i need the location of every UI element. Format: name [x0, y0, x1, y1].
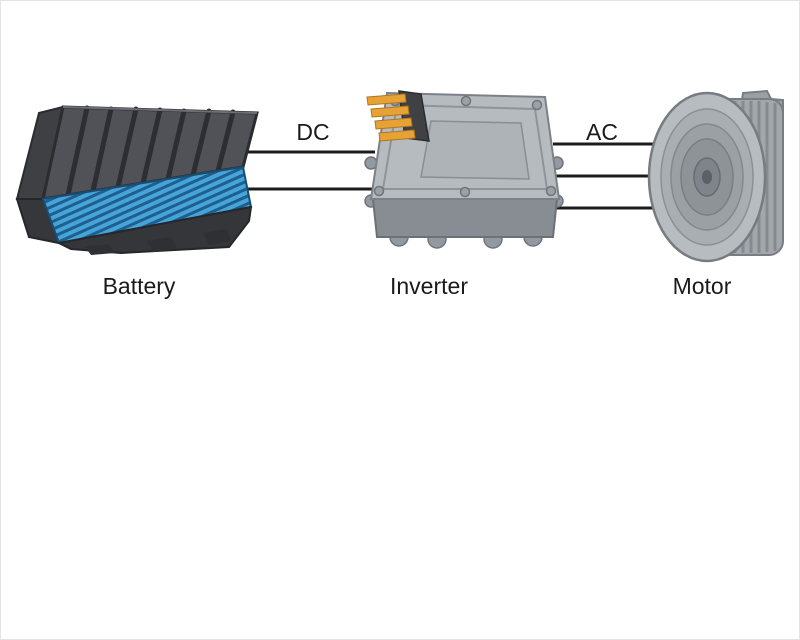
battery-illustration: [15, 105, 259, 255]
connector-blade-3: [374, 117, 413, 130]
battery-base: [55, 205, 253, 255]
battery-foot-2: [147, 237, 177, 252]
connector-blade-4: [378, 129, 416, 142]
connector-blade-2: [370, 105, 410, 118]
battery-top-ribs: [65, 105, 236, 198]
motor-illustration: [647, 89, 784, 263]
inverter-illustration: [364, 90, 564, 249]
inverter-front-face: [371, 198, 559, 238]
battery-foot-3: [203, 229, 231, 245]
inverter-label: Inverter: [390, 273, 468, 299]
ac-label: AC: [586, 119, 618, 145]
battery-label: Battery: [103, 273, 176, 299]
inverter-lid-panel: [420, 120, 530, 180]
dc-label: DC: [296, 119, 329, 145]
battery-top-highlight: [62, 106, 258, 114]
inverter-orange-connectors: [366, 90, 430, 142]
dc-wires: [239, 150, 375, 191]
battery-foot-1: [85, 244, 115, 255]
connector-blade-1: [366, 93, 407, 106]
inverter-lid-screws: [373, 95, 557, 198]
motor-label: Motor: [673, 273, 732, 299]
motor-shaft: [702, 170, 712, 184]
